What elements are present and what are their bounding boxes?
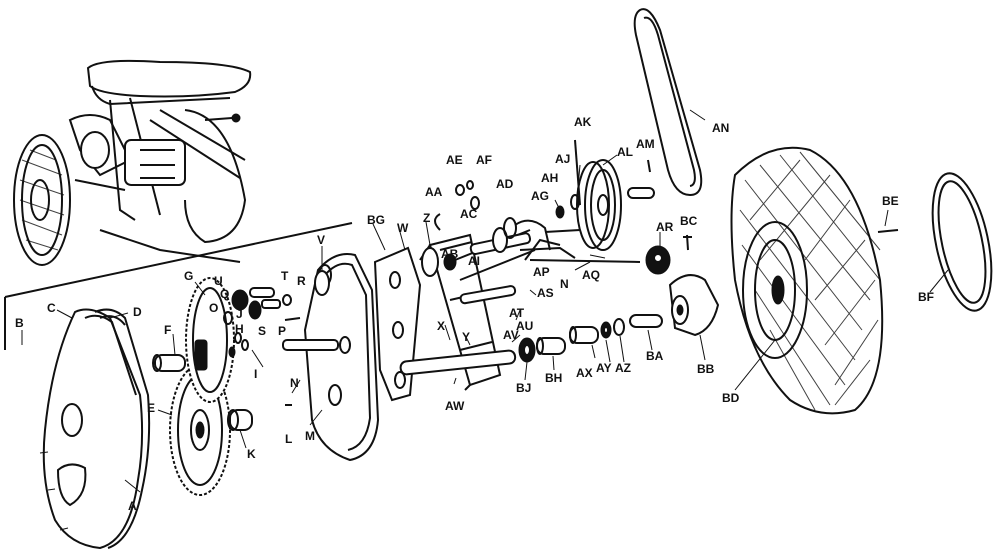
callout-h: H xyxy=(235,322,244,336)
pin-u xyxy=(627,187,655,199)
upper-gear xyxy=(185,277,235,403)
small-parts-cluster xyxy=(223,287,301,406)
callout-aq: AQ xyxy=(582,268,600,282)
pulley xyxy=(576,159,622,251)
callout-q: Q xyxy=(220,287,229,301)
callout-ap: AP xyxy=(533,265,550,279)
callout-bc: BC xyxy=(680,214,698,228)
callout-t: T xyxy=(281,269,289,283)
callout-n2: N xyxy=(560,277,569,291)
drive-belt xyxy=(633,8,703,197)
callout-b: B xyxy=(15,316,24,330)
callout-m: M xyxy=(305,429,315,443)
mower-overview-inset xyxy=(13,59,252,266)
key-am xyxy=(647,159,651,173)
callout-w: W xyxy=(397,221,409,235)
bolt-be xyxy=(877,229,899,233)
washer-v xyxy=(314,270,330,296)
callout-f: F xyxy=(164,323,171,337)
bracket xyxy=(373,246,422,402)
callout-bg: BG xyxy=(367,213,385,227)
callout-al: AL xyxy=(617,145,633,159)
callout-z: Z xyxy=(423,211,430,225)
callout-ah: AH xyxy=(541,171,558,185)
callout-as: AS xyxy=(537,286,554,300)
callout-i: I xyxy=(254,367,257,381)
callout-ay: AY xyxy=(596,361,612,375)
callout-ab: AB xyxy=(441,247,459,261)
small-sprocket xyxy=(645,245,671,275)
callout-a: A xyxy=(128,499,137,513)
callout-bd: BD xyxy=(722,391,740,405)
callout-ar: AR xyxy=(656,220,674,234)
callout-g: G xyxy=(184,269,193,283)
callout-aj: AJ xyxy=(555,152,570,166)
rear-tire xyxy=(730,146,884,415)
callout-labels: A B C D E F G H I J K L M N O P Q R S T … xyxy=(15,115,934,513)
callout-af: AF xyxy=(476,153,492,167)
pin-shaft xyxy=(282,339,339,351)
callout-o: O xyxy=(209,301,218,315)
callout-aw: AW xyxy=(445,399,465,413)
callout-au: AU xyxy=(516,319,533,333)
callout-at: AT xyxy=(509,306,525,320)
frame-assembly xyxy=(419,217,561,391)
leader-lines xyxy=(21,109,949,493)
callout-bf: BF xyxy=(918,290,934,304)
callout-am: AM xyxy=(636,137,655,151)
callout-ag: AG xyxy=(531,189,549,203)
linkage-rod xyxy=(519,229,641,263)
bearing xyxy=(518,337,536,363)
callout-n: N xyxy=(290,376,299,390)
bushing xyxy=(227,409,253,431)
callout-s: S xyxy=(258,324,266,338)
callout-r: R xyxy=(297,274,306,288)
callout-k: K xyxy=(247,447,256,461)
callout-p: P xyxy=(278,324,286,338)
callout-bh: BH xyxy=(545,371,562,385)
callout-u: U xyxy=(214,274,223,288)
callout-ak: AK xyxy=(574,115,592,129)
side-plate xyxy=(303,253,380,462)
callout-y: Y xyxy=(462,330,470,344)
callout-av: AV xyxy=(503,328,519,342)
callout-ae: AE xyxy=(446,153,463,167)
platform-line xyxy=(4,222,353,350)
wheel-hub xyxy=(668,274,720,337)
callout-e: E xyxy=(147,401,155,415)
callout-d: D xyxy=(133,305,142,319)
callout-az: AZ xyxy=(615,361,631,375)
callout-be: BE xyxy=(882,194,899,208)
callout-j: J xyxy=(236,307,243,321)
callout-bb: BB xyxy=(697,362,715,376)
callout-aa: AA xyxy=(425,185,443,199)
callout-ai: AI xyxy=(468,254,480,268)
callout-ad: AD xyxy=(496,177,514,191)
callout-an: AN xyxy=(712,121,729,135)
shaft xyxy=(152,354,186,372)
axle-rod xyxy=(399,349,517,376)
axle-spacers xyxy=(536,314,663,355)
callout-c: C xyxy=(47,301,56,315)
callout-ac: AC xyxy=(460,207,478,221)
callout-l: L xyxy=(285,432,292,446)
callout-ba: BA xyxy=(646,349,664,363)
hub-cap xyxy=(931,172,993,312)
callout-x: X xyxy=(437,319,445,333)
callout-v: V xyxy=(317,233,325,247)
callout-bj: BJ xyxy=(516,381,531,395)
bolt-bc xyxy=(683,234,692,251)
chain-case-cover xyxy=(39,308,144,550)
top-small-parts xyxy=(434,139,581,231)
callout-ax: AX xyxy=(576,366,593,380)
